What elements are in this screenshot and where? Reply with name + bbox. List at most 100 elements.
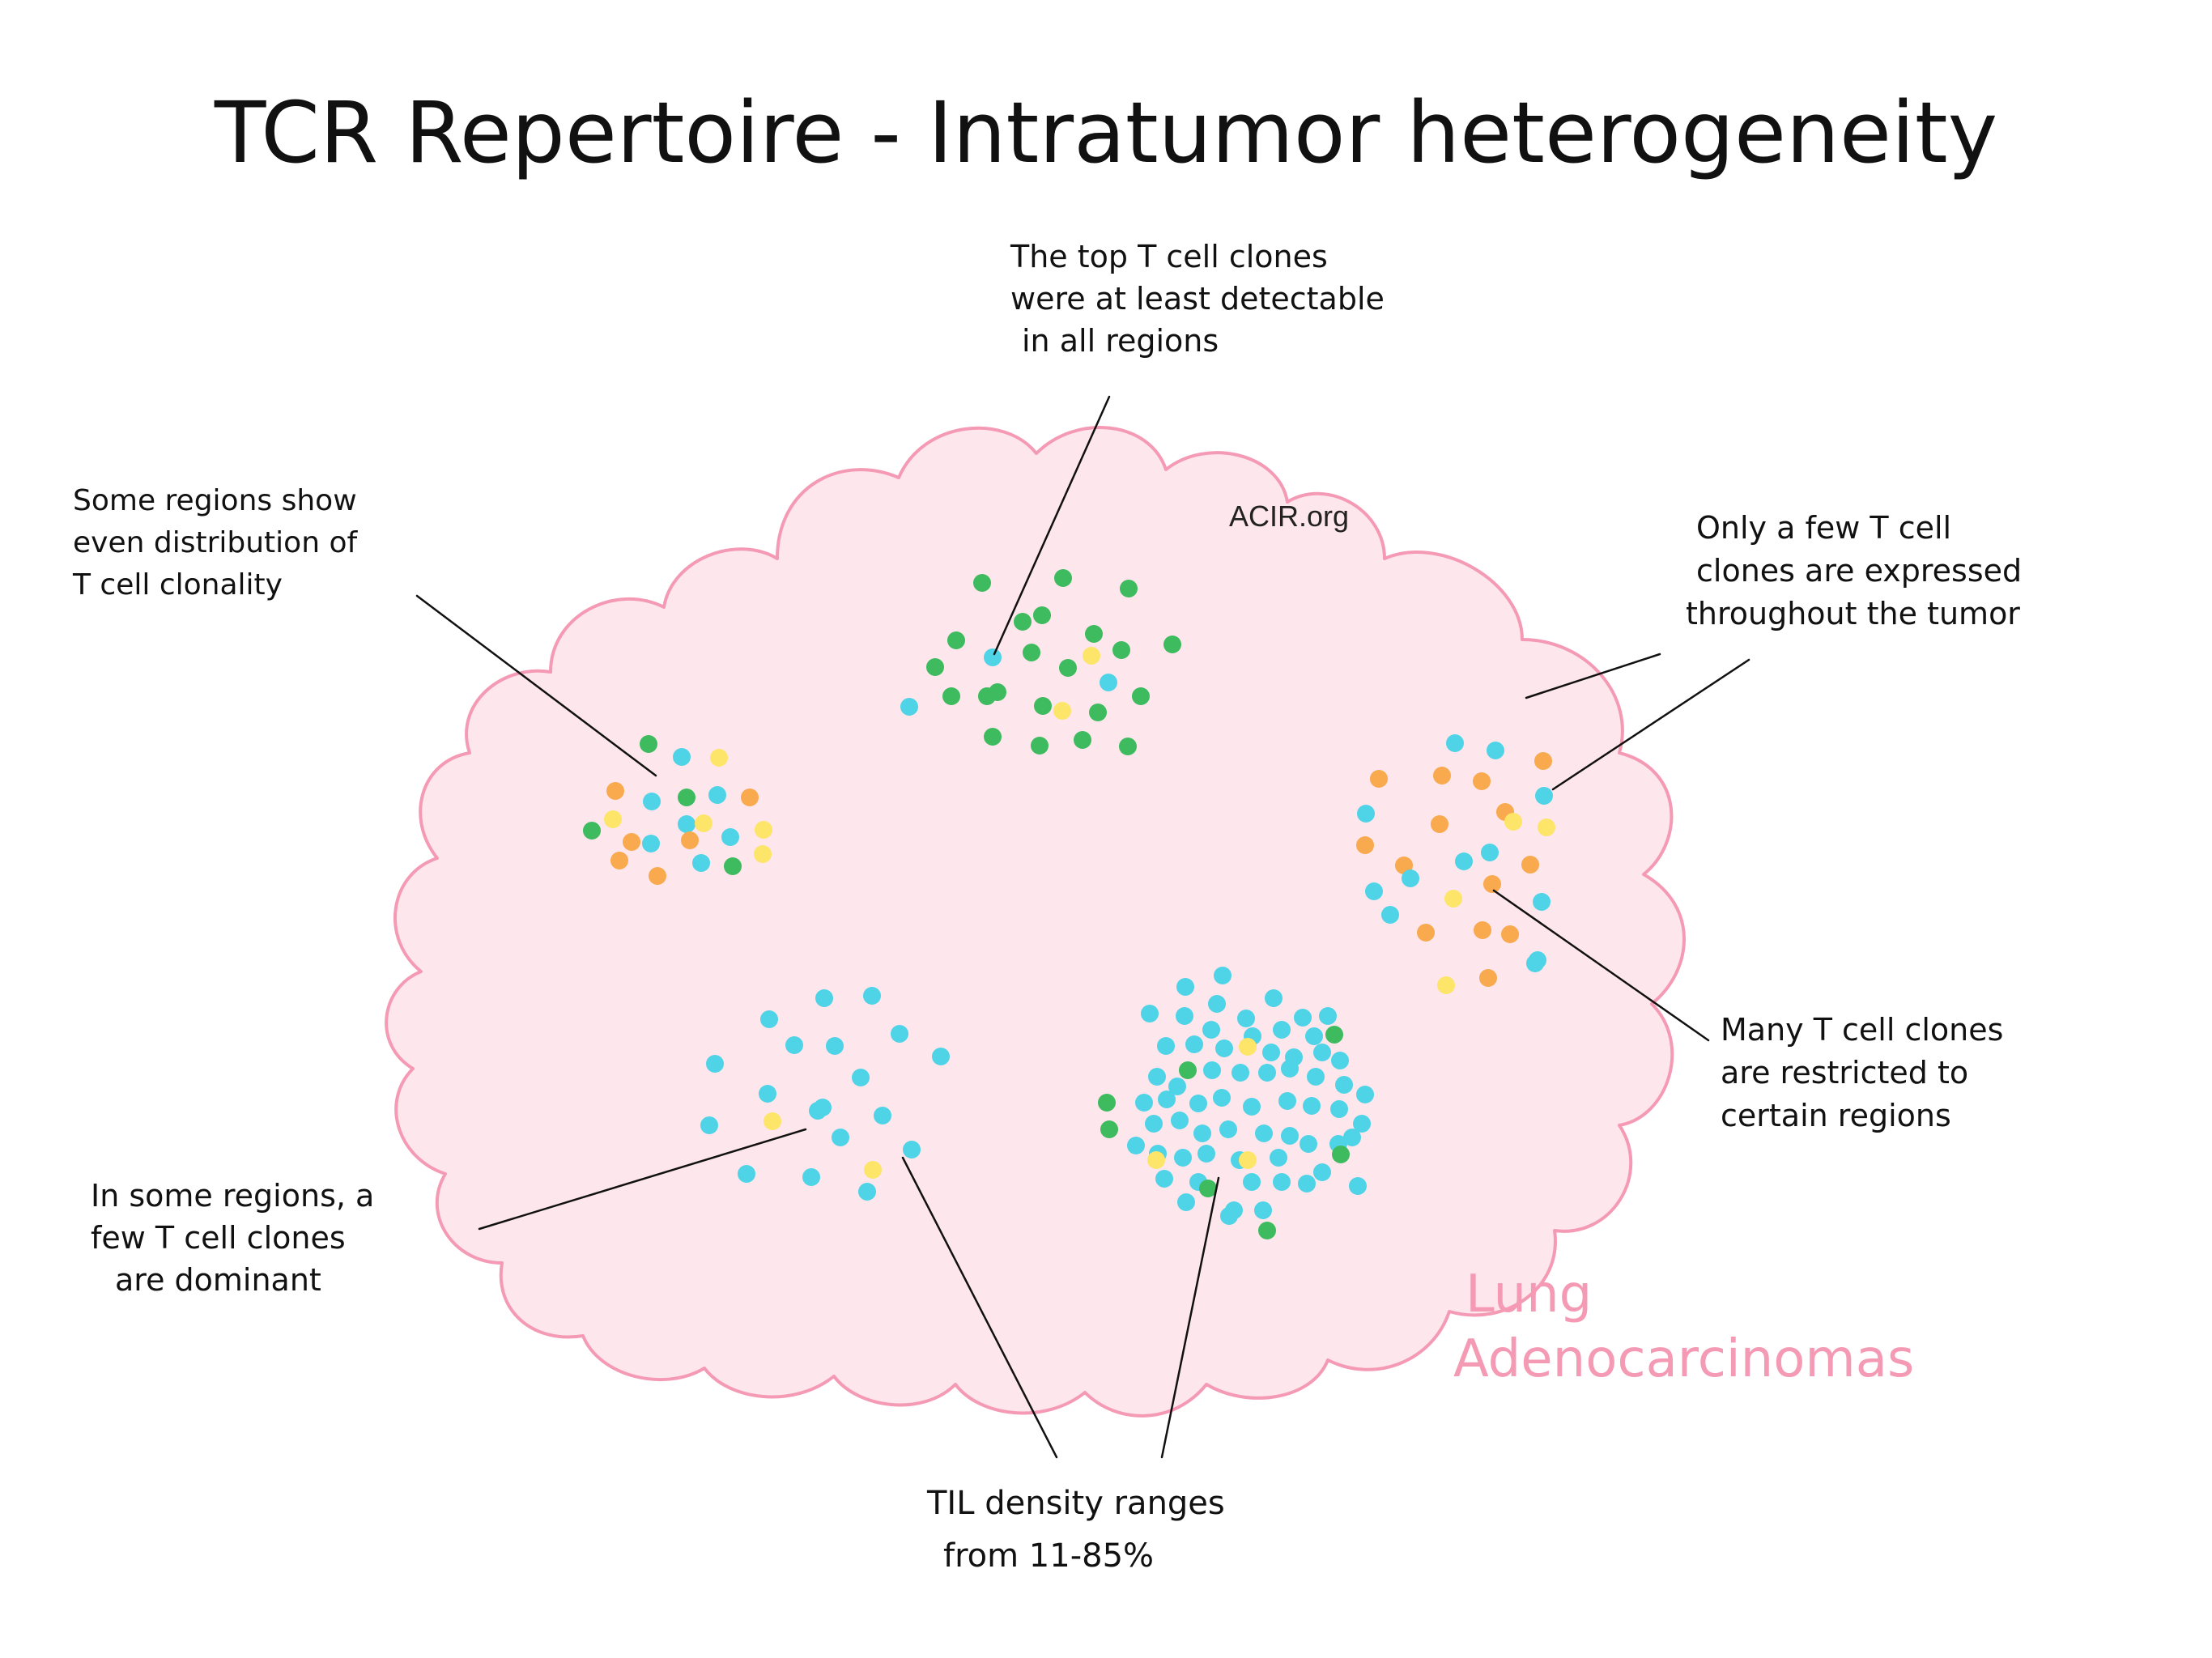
t-cell-dot: [926, 658, 944, 676]
t-cell-dot: [754, 845, 772, 863]
annotation-bottom-left-line-3: are dominant: [115, 1262, 321, 1298]
t-cell-dot: [1356, 1086, 1374, 1103]
leader-left: [415, 594, 657, 777]
t-cell-dot: [989, 683, 1006, 701]
t-cell-dot: [642, 835, 660, 852]
t-cell-dot: [1215, 1039, 1233, 1057]
annotation-right-bottom-line-1: Many T cell clones: [1721, 1012, 2003, 1048]
annotation-right-bottom-line-2: are restricted to: [1721, 1055, 1968, 1090]
t-cell-dot: [1132, 687, 1150, 705]
t-cell-dot: [759, 1085, 776, 1103]
t-cell-dot: [1319, 1007, 1337, 1025]
t-cell-dot: [1431, 815, 1448, 833]
t-cell-dot: [1273, 1173, 1291, 1191]
t-cell-dot: [583, 822, 601, 840]
annotation-bottom-left-line-1: In some regions, a: [91, 1178, 374, 1214]
t-cell-dot: [1278, 1092, 1296, 1110]
leader-bottom-2: [1160, 1176, 1220, 1459]
annotation-left-line-1: Some regions show: [73, 484, 357, 517]
t-cell-dot: [1053, 702, 1071, 720]
t-cell-dot: [1330, 1100, 1348, 1118]
t-cell-dot: [1305, 1027, 1323, 1045]
t-cell-dot: [1213, 1089, 1231, 1107]
t-cell-dot: [1433, 767, 1451, 784]
t-cell-dot: [785, 1036, 803, 1054]
annotation-right-top-line-1: Only a few T cell: [1696, 510, 1951, 546]
t-cell-dot: [700, 1116, 718, 1134]
t-cell-dot: [1521, 856, 1539, 874]
t-cell-dot: [1193, 1124, 1211, 1142]
annotation-top: The top T cell clones were at least dete…: [1010, 239, 1394, 359]
t-cell-dot: [1239, 1151, 1257, 1169]
leader-right-top-2: [1551, 658, 1750, 791]
t-cell-dots: [583, 569, 1555, 1239]
annotation-top-line-3: in all regions: [1022, 323, 1219, 359]
t-cell-dot: [606, 782, 624, 800]
t-cell-dot: [1135, 1094, 1153, 1112]
tumor-outline: [385, 426, 1686, 1418]
t-cell-dot: [1417, 924, 1435, 942]
t-cell-dot: [1185, 1035, 1203, 1053]
t-cell-dot: [610, 852, 628, 869]
t-cell-dot: [1219, 1120, 1237, 1138]
t-cell-dot: [1535, 787, 1553, 805]
t-cell-dot: [1538, 818, 1555, 836]
annotation-left-line-2: even distribution of: [73, 526, 358, 559]
t-cell-dot: [826, 1037, 844, 1055]
t-cell-dot: [706, 1055, 724, 1073]
t-cell-dot: [973, 574, 991, 592]
t-cell-dot: [1262, 1044, 1280, 1061]
t-cell-dot: [1455, 852, 1473, 870]
t-cell-dot: [1474, 921, 1491, 939]
t-cell-dot: [814, 1099, 832, 1116]
t-cell-dot: [1031, 737, 1049, 755]
t-cell-dot: [1332, 1146, 1350, 1163]
t-cell-dot: [1214, 967, 1231, 984]
t-cell-dot: [741, 789, 759, 806]
t-cell-dot: [1370, 770, 1388, 788]
t-cell-dot: [1145, 1115, 1163, 1133]
t-cell-dot: [1381, 906, 1399, 924]
t-cell-dot: [932, 1048, 950, 1065]
t-cell-dot: [1243, 1098, 1261, 1116]
t-cell-dot: [1313, 1044, 1331, 1061]
t-cell-dot: [942, 687, 960, 705]
t-cell-dot: [1100, 1120, 1118, 1138]
t-cell-dot: [1208, 995, 1226, 1013]
t-cell-dot: [1085, 625, 1103, 643]
annotation-right-bottom: Many T cell clones are restricted to cer…: [1721, 1012, 2014, 1133]
t-cell-dot: [1083, 647, 1100, 665]
t-cell-dot: [1168, 1078, 1186, 1095]
t-cell-dot: [1237, 1010, 1255, 1027]
t-cell-dot: [1402, 869, 1419, 887]
t-cell-dot: [864, 1161, 882, 1179]
t-cell-dot: [1059, 659, 1077, 677]
t-cell-dot: [1127, 1137, 1145, 1154]
t-cell-dot: [1487, 742, 1504, 759]
t-cell-dot: [1300, 1135, 1317, 1153]
t-cell-dot: [708, 786, 726, 804]
t-cell-dot: [1349, 1177, 1367, 1195]
t-cell-dot: [1098, 1094, 1116, 1112]
t-cell-dot: [1481, 844, 1499, 861]
t-cell-dot: [1014, 613, 1032, 631]
t-cell-dot: [1100, 674, 1117, 691]
t-cell-dot: [1202, 1021, 1220, 1039]
t-cell-dot: [1197, 1145, 1215, 1163]
t-cell-dot: [1353, 1115, 1371, 1133]
t-cell-dot: [1444, 890, 1462, 908]
t-cell-dot: [1313, 1163, 1331, 1181]
annotation-bottom-line-1: TIL density ranges: [926, 1485, 1225, 1522]
watermark-text: ACIR.org: [1229, 500, 1349, 533]
t-cell-dot: [1177, 1193, 1195, 1211]
annotation-right-top: Only a few T cell clones are expressed t…: [1686, 510, 2031, 631]
t-cell-dot: [1526, 954, 1544, 972]
t-cell-dot: [721, 828, 739, 846]
t-cell-dot: [1189, 1095, 1207, 1112]
annotation-right-top-line-3: throughout the tumor: [1686, 596, 2020, 631]
t-cell-dot: [1148, 1068, 1166, 1086]
t-cell-dot: [640, 735, 657, 753]
t-cell-dot: [863, 987, 881, 1005]
t-cell-dot: [903, 1141, 921, 1158]
